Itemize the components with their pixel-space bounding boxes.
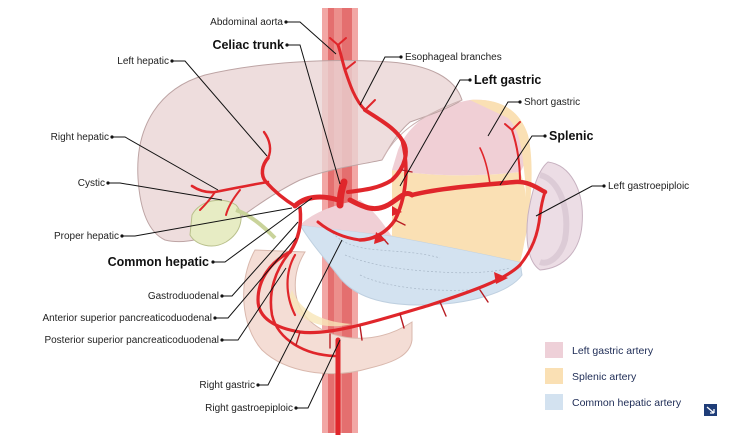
label-esophageal-branches: Esophageal branches bbox=[405, 52, 502, 63]
label-gastroduodenal: Gastroduodenal bbox=[148, 291, 219, 302]
legend-swatch-common-hepatic bbox=[545, 394, 563, 410]
labels: Abdominal aorta Celiac trunk Esophageal … bbox=[42, 17, 689, 414]
label-left-gastroepiploic: Left gastroepiploic bbox=[608, 181, 689, 192]
label-abdominal-aorta: Abdominal aorta bbox=[210, 17, 283, 28]
label-left-hepatic: Left hepatic bbox=[117, 56, 169, 67]
label-proper-hepatic: Proper hepatic bbox=[54, 231, 119, 242]
legend-label-common-hepatic: Common hepatic artery bbox=[572, 397, 682, 409]
legend-swatch-left-gastric bbox=[545, 342, 563, 358]
label-short-gastric: Short gastric bbox=[524, 97, 580, 108]
leader-lines bbox=[106, 20, 606, 410]
label-anterior-superior-pancreaticoduodenal: Anterior superior pancreaticoduodenal bbox=[42, 313, 212, 324]
label-cystic: Cystic bbox=[78, 178, 105, 189]
label-posterior-superior-pancreaticoduodenal: Posterior superior pancreaticoduodenal bbox=[44, 335, 219, 346]
arteries bbox=[190, 37, 548, 435]
label-right-gastroepiploic: Right gastroepiploic bbox=[205, 403, 293, 414]
legend: Left gastric artery Splenic artery Commo… bbox=[545, 342, 682, 410]
legend-swatch-splenic bbox=[545, 368, 563, 384]
legend-label-splenic: Splenic artery bbox=[572, 371, 637, 383]
gallbladder bbox=[189, 199, 242, 247]
label-celiac-trunk: Celiac trunk bbox=[212, 38, 284, 52]
duodenum bbox=[243, 249, 413, 374]
label-right-gastric: Right gastric bbox=[199, 380, 255, 391]
label-splenic: Splenic bbox=[549, 129, 594, 143]
label-common-hepatic: Common hepatic bbox=[108, 255, 209, 269]
zoom-icon[interactable] bbox=[704, 404, 717, 416]
label-left-gastric: Left gastric bbox=[474, 73, 541, 87]
legend-label-left-gastric: Left gastric artery bbox=[572, 345, 654, 357]
spleen bbox=[526, 161, 583, 271]
label-right-hepatic: Right hepatic bbox=[51, 132, 109, 143]
